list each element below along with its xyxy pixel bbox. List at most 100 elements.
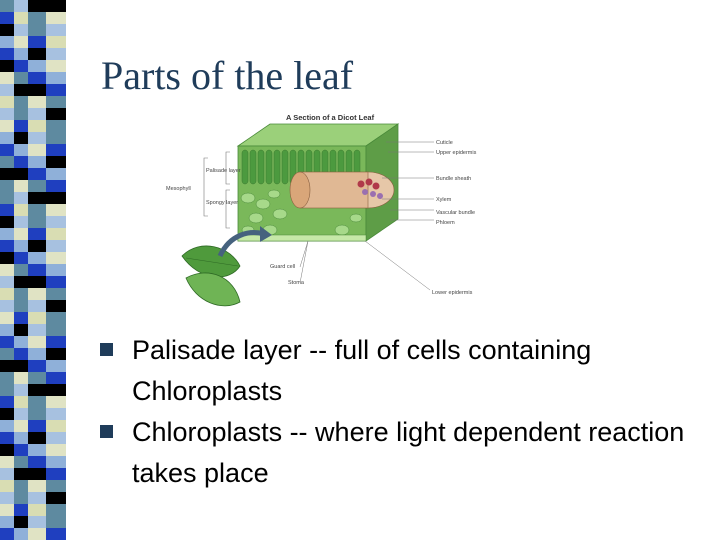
strip-block	[14, 168, 28, 180]
strip-block	[28, 72, 46, 84]
strip-block	[46, 24, 66, 36]
strip-block	[46, 156, 66, 168]
strip-block	[0, 372, 14, 384]
strip-block	[14, 348, 28, 360]
strip-block	[46, 288, 66, 300]
strip-block	[28, 300, 46, 312]
strip-block	[28, 24, 46, 36]
strip-block	[14, 144, 28, 156]
strip-block	[14, 372, 28, 384]
strip-block	[14, 216, 28, 228]
label-stoma: Stoma	[288, 280, 305, 286]
strip-block	[0, 276, 14, 288]
strip-block	[14, 288, 28, 300]
strip-block	[14, 228, 28, 240]
strip-block	[0, 156, 14, 168]
strip-block	[46, 276, 66, 288]
strip-block	[46, 60, 66, 72]
strip-block	[28, 252, 46, 264]
label-xylem: Xylem	[436, 197, 452, 203]
strip-block	[0, 444, 14, 456]
strip-block	[28, 180, 46, 192]
strip-block	[28, 276, 46, 288]
strip-block	[0, 168, 14, 180]
strip-block	[28, 156, 46, 168]
strip-block	[46, 516, 66, 528]
strip-block	[28, 528, 46, 540]
strip-block	[28, 216, 46, 228]
small-leaf-lower-icon	[185, 272, 241, 307]
strip-block	[46, 132, 66, 144]
strip-block	[14, 252, 28, 264]
strip-block	[46, 84, 66, 96]
strip-block	[28, 144, 46, 156]
label-spongy: Spongy layer	[206, 200, 238, 206]
strip-block	[0, 240, 14, 252]
strip-block	[14, 336, 28, 348]
strip-block	[14, 360, 28, 372]
label-cuticle: Cuticle	[436, 140, 453, 146]
strip-block	[0, 408, 14, 420]
strip-block	[0, 432, 14, 444]
strip-block	[14, 96, 28, 108]
strip-block	[28, 420, 46, 432]
strip-block	[28, 372, 46, 384]
square-bullet-icon	[100, 425, 113, 438]
strip-block	[28, 288, 46, 300]
strip-block	[14, 324, 28, 336]
strip-block	[46, 0, 66, 12]
strip-block	[28, 480, 46, 492]
strip-block	[28, 264, 46, 276]
strip-block	[28, 408, 46, 420]
strip-block	[46, 504, 66, 516]
label-leaders	[299, 141, 434, 291]
strip-block	[28, 444, 46, 456]
strip-block	[28, 432, 46, 444]
strip-block	[46, 108, 66, 120]
strip-block	[46, 120, 66, 132]
strip-block	[0, 504, 14, 516]
strip-block	[14, 132, 28, 144]
strip-block	[46, 456, 66, 468]
strip-block	[0, 360, 14, 372]
small-leaf-icon	[181, 245, 241, 278]
strip-block	[14, 120, 28, 132]
strip-block	[28, 384, 46, 396]
strip-block	[46, 180, 66, 192]
bullet-item-palisade: Palisade layer -- full of cells containi…	[100, 330, 700, 412]
strip-block	[28, 336, 46, 348]
strip-block	[0, 132, 14, 144]
strip-block	[0, 456, 14, 468]
strip-block	[14, 432, 28, 444]
strip-block	[0, 468, 14, 480]
strip-block	[14, 276, 28, 288]
strip-block	[28, 108, 46, 120]
strip-block	[28, 516, 46, 528]
strip-block	[46, 528, 66, 540]
strip-block	[46, 240, 66, 252]
label-mesophyll: Mesophyll	[166, 186, 191, 192]
label-vascular-bundle: Vascular bundle	[436, 210, 475, 216]
strip-block	[46, 144, 66, 156]
strip-block	[0, 396, 14, 408]
strip-block	[14, 156, 28, 168]
strip-block	[14, 444, 28, 456]
strip-block	[28, 312, 46, 324]
strip-block	[14, 492, 28, 504]
strip-block	[46, 192, 66, 204]
label-upper-epidermis: Upper epidermis	[436, 150, 477, 156]
strip-block	[0, 420, 14, 432]
leaf-cross-section-figure: A Section of a Dicot Leaf	[160, 106, 505, 331]
strip-block	[0, 348, 14, 360]
strip-block	[0, 96, 14, 108]
strip-block	[46, 396, 66, 408]
strip-block	[46, 96, 66, 108]
strip-block	[46, 48, 66, 60]
strip-block	[46, 300, 66, 312]
strip-block	[0, 108, 14, 120]
strip-block	[46, 372, 66, 384]
spongy-bracket	[225, 189, 230, 229]
strip-block	[46, 72, 66, 84]
strip-block	[0, 300, 14, 312]
strip-block	[0, 480, 14, 492]
